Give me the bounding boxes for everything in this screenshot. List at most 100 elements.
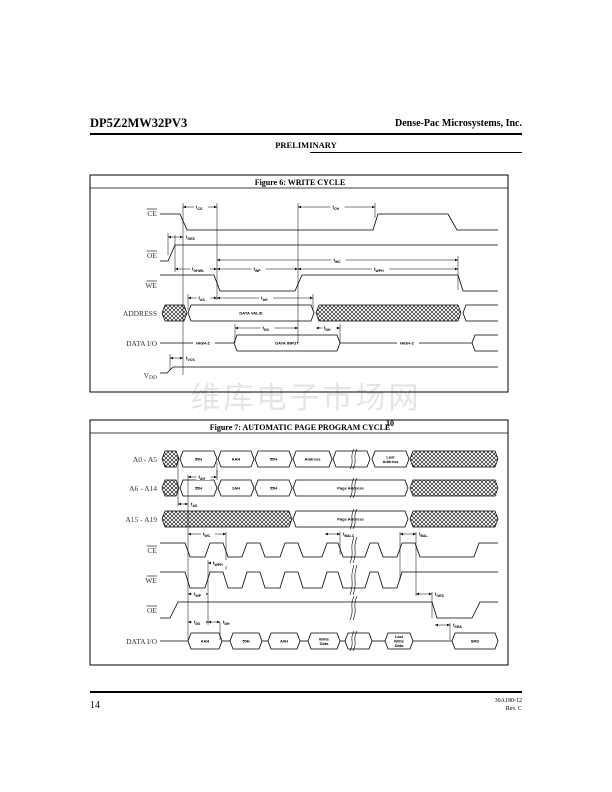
timing-tbalc-arrow-right xyxy=(337,532,340,536)
figure6-frame xyxy=(89,174,509,393)
timing-tdh-label-bg xyxy=(322,325,336,331)
timing-toes-arrow-right xyxy=(180,235,183,239)
timing-twc-subscript: WC xyxy=(335,260,341,264)
timing-tcs-subscript: CS xyxy=(198,207,204,211)
a0-break xyxy=(349,448,358,470)
oe-waveform xyxy=(160,244,498,262)
timing-twc-label-bg xyxy=(201,531,215,537)
timing-tah-arrow-right xyxy=(310,296,313,300)
signal-address: ADDRESS xyxy=(123,309,157,318)
timing-tch-label-bg xyxy=(330,204,345,210)
a6-bus-1 xyxy=(217,479,255,497)
a6-crosshatch-2 xyxy=(409,479,499,497)
signal-data-io: DATA I/O xyxy=(126,637,157,646)
address-valid-bus xyxy=(187,304,315,322)
address-next-bottom xyxy=(462,312,498,322)
timing-tsra-arrow-right xyxy=(447,623,450,627)
data-bus-5-label: Write xyxy=(394,639,405,644)
a0-crosshatch-2 xyxy=(409,450,499,468)
signal-ce: CE xyxy=(147,546,157,555)
a0-bus-1 xyxy=(217,450,255,468)
timing-twc-label: tWC xyxy=(334,258,342,265)
a0-bus-2-label: 55H xyxy=(270,457,277,462)
timing-twc-label-bg xyxy=(331,257,346,263)
data-bus-3-label: Data xyxy=(320,641,329,646)
timing-twp-arrow-left xyxy=(217,267,220,271)
timing-twph-subscript: WPH xyxy=(376,269,385,273)
timing-toes-label: tOES xyxy=(186,235,196,242)
timing-tghwl-subscript: GHWL xyxy=(194,269,206,273)
timing-tvcs-arrow-left xyxy=(170,356,173,360)
timing-tah-label-bg xyxy=(259,295,273,301)
timing-twc-arrow-left xyxy=(217,258,220,262)
signal-oe: OE xyxy=(147,251,157,260)
signal-vdd: VDD xyxy=(144,371,157,381)
company-name: Dense-Pac Microsystems, Inc. xyxy=(394,118,522,129)
a15-crosshatch-2 xyxy=(409,510,499,528)
footer-rule xyxy=(90,691,522,693)
timing-tdh-label: tDH xyxy=(223,620,230,627)
figure7-title: Figure 7: AUTOMATIC PAGE PROGRAM CYCLE xyxy=(210,423,391,432)
we-break xyxy=(349,564,358,596)
timing-tvcs-arrow-right xyxy=(180,356,183,360)
address-crosshatch-1 xyxy=(161,304,188,322)
timing-tbal-arrow-left xyxy=(400,532,403,536)
a0-bus-2 xyxy=(254,450,293,468)
timing-tas-arrow-right xyxy=(185,502,188,506)
timing-tdh-arrow-left xyxy=(316,326,319,330)
timing-twc-label: tWC xyxy=(203,532,211,539)
timing-tas-arrow-left xyxy=(178,502,181,506)
figure7-title-superscript: 10 xyxy=(386,419,394,428)
timing-tds-label: tDS xyxy=(194,620,201,627)
watermark: 维库电子市场网 xyxy=(191,381,422,416)
a6-break xyxy=(349,477,358,499)
timing-tch-arrow-left xyxy=(298,205,301,209)
timing-tds-label-bg xyxy=(260,325,275,331)
a6-bus-2-label: 55H xyxy=(270,486,277,491)
a0-crosshatch-1 xyxy=(161,450,180,468)
timing-tah-arrow-right xyxy=(214,475,217,479)
timing-tcs-label-bg xyxy=(194,204,208,210)
a0-bus-0 xyxy=(179,450,218,468)
highz-label-bg xyxy=(193,340,215,346)
timing-twph-label-bg xyxy=(372,266,389,272)
a15-bus-0-label: Page Address xyxy=(337,517,364,522)
timing-tas-label: tAS xyxy=(191,502,198,509)
timing-tah-subscript: AH xyxy=(200,477,206,481)
a0-bus-0-label: 55H xyxy=(195,457,202,462)
timing-tcs-arrow-right xyxy=(214,205,217,209)
data-bus-1-label: 55H xyxy=(242,639,249,644)
timing-toes-arrow-right xyxy=(429,592,432,596)
a0-bus-3-label: Address xyxy=(304,457,321,462)
signal-a0-a5: A0 - A5 xyxy=(133,455,157,464)
timing-tas-arrow-right xyxy=(214,296,217,300)
timing-tas-label-bg xyxy=(196,295,211,301)
signal-we: WE xyxy=(145,576,157,585)
a0-bus-5 xyxy=(371,450,410,468)
timing-tghwl-arrow-right xyxy=(214,267,217,271)
timing-tghwl-label-bg xyxy=(190,266,210,272)
timing-twc-subscript: WC xyxy=(205,534,211,538)
a6-bus-0-label: 55H xyxy=(195,486,202,491)
timing-tdh-arrow-right xyxy=(217,620,220,624)
highz-label-bg xyxy=(397,340,419,346)
timing-tah-arrow-left xyxy=(188,475,191,479)
data-bus-5-label: Last xyxy=(395,634,404,639)
data-break xyxy=(349,630,358,652)
figure6-title: Figure 6: WRITE CYCLE xyxy=(255,178,346,187)
timing-tch-arrow-right xyxy=(372,205,375,209)
highz-label: HIGH-Z xyxy=(196,341,210,346)
data-bus-3-label: Write xyxy=(319,636,330,641)
timing-twp-label-bg xyxy=(251,266,266,272)
data-bus-5-label: Data xyxy=(395,643,404,648)
timing-tas-label: tAS xyxy=(199,296,206,303)
signal-a15-a19: A15 - A19 xyxy=(125,515,157,524)
ce-waveform xyxy=(160,542,498,558)
timing-toes-subscript: OES xyxy=(188,237,196,241)
timing-tcs-label: tCS xyxy=(196,205,203,212)
ce-break xyxy=(349,536,358,564)
timing-twc-arrow-right xyxy=(455,258,458,262)
timing-tds-label-bg xyxy=(192,619,206,625)
